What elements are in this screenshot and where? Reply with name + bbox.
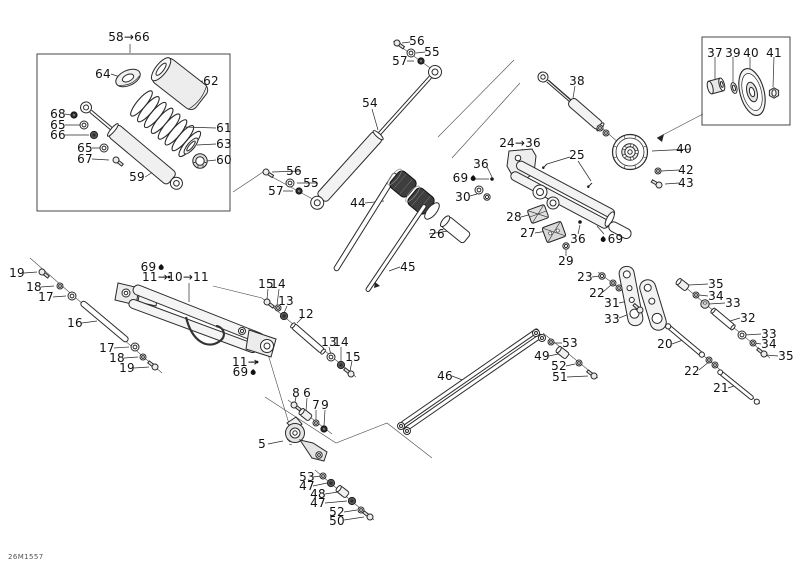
nut-9 — [320, 425, 328, 433]
rod-21 — [717, 369, 754, 400]
ring-30b — [483, 193, 491, 201]
reservoir-62 — [150, 57, 209, 111]
bushing-17b — [130, 342, 140, 352]
front-arm-10-11 — [114, 282, 277, 358]
stopper-block-27 — [541, 220, 567, 244]
rod-45 — [365, 204, 427, 292]
bolt-56a — [392, 38, 406, 51]
washer-30a — [474, 185, 484, 195]
bushing-66 — [89, 130, 99, 140]
bolt-tip-36a — [490, 177, 494, 181]
idler-wheel-40 — [611, 133, 649, 171]
rocker-bracket-5 — [285, 416, 328, 462]
spacer-49 — [554, 345, 571, 360]
bolt-tip-11b — [255, 360, 259, 364]
rear-arm-24-36 — [506, 148, 632, 240]
rear-shock-38 — [537, 71, 605, 132]
pin-25a — [540, 162, 549, 171]
rod-20 — [665, 323, 705, 358]
washer-39b — [602, 129, 610, 137]
arrow-to-wheel-icon — [657, 134, 664, 142]
center-shock-54 — [310, 65, 442, 210]
link-plate-31a — [618, 265, 644, 327]
ring-29 — [562, 242, 570, 250]
bolt-tip-21 — [753, 398, 760, 405]
washer-55a — [406, 48, 416, 58]
inset-box-shock-assembly — [36, 53, 231, 212]
nut-57a — [417, 57, 425, 65]
washer-7 — [312, 419, 320, 427]
washer-55b — [285, 178, 295, 188]
inset-box-wheel-kit — [701, 36, 791, 126]
bolt-19a — [37, 267, 51, 280]
roller-shaft-44 — [333, 168, 440, 272]
washer-22c — [705, 356, 713, 364]
washer-65a — [79, 120, 89, 130]
spring-seat-63 — [183, 137, 199, 155]
spring-cap-64 — [115, 68, 141, 88]
bolt-15b — [342, 366, 356, 379]
bolt-50 — [361, 509, 375, 522]
pin-25b — [585, 181, 594, 190]
pin-15a — [262, 297, 276, 310]
link-plate-31b — [639, 279, 667, 331]
bolt-43 — [649, 177, 664, 190]
bushing-14b — [336, 360, 346, 370]
washer-53b — [319, 472, 327, 480]
washer-22a — [609, 279, 617, 287]
spacer-48 — [334, 484, 351, 499]
adjuster-cam-60 — [192, 153, 208, 169]
wheel-40-kit — [738, 68, 766, 116]
screw-23 — [598, 272, 606, 280]
cap-nut-33b — [700, 299, 710, 309]
roller-26 — [439, 215, 471, 244]
arrow-marker-icon — [374, 282, 380, 288]
nut-68 — [70, 111, 78, 119]
bolt-67 — [111, 155, 125, 168]
washer-39a — [596, 124, 604, 132]
washer-65b — [99, 143, 109, 153]
washer-13b — [326, 352, 336, 362]
bushing-47b — [347, 496, 357, 506]
washer-42 — [654, 167, 662, 175]
bolt-tip-36b — [578, 220, 582, 224]
stopper-block-28 — [527, 204, 549, 224]
rod-12 — [290, 322, 326, 355]
washer-22d — [711, 361, 719, 369]
nut-18b — [139, 353, 147, 361]
rod-16 — [80, 300, 129, 343]
washer-53a — [547, 338, 555, 346]
shock-absorber-59 — [80, 101, 183, 190]
nut-41 — [768, 87, 780, 99]
washer-34b — [749, 339, 757, 347]
bolt-35b — [755, 346, 769, 359]
bolt-51 — [585, 368, 599, 381]
nut-18a — [56, 282, 64, 290]
drawing-code: 26M1557 — [8, 553, 44, 561]
ring-39 — [730, 82, 738, 94]
washer-34a — [692, 291, 700, 299]
washer-22b — [615, 284, 623, 292]
nut-57b — [295, 187, 303, 195]
nut-52a — [575, 359, 583, 367]
bolt-19b — [146, 359, 160, 372]
washer-33c — [737, 330, 747, 340]
bushing-17a — [67, 291, 77, 301]
bushing-37 — [706, 77, 726, 95]
bolt-56b — [261, 167, 276, 180]
washer-14a — [274, 304, 282, 312]
twin-rods-46 — [400, 328, 543, 431]
bolt-tip-11a — [167, 275, 171, 279]
bushing-13a — [279, 311, 289, 321]
rod-32 — [710, 307, 736, 331]
bushing-47a — [326, 478, 336, 488]
